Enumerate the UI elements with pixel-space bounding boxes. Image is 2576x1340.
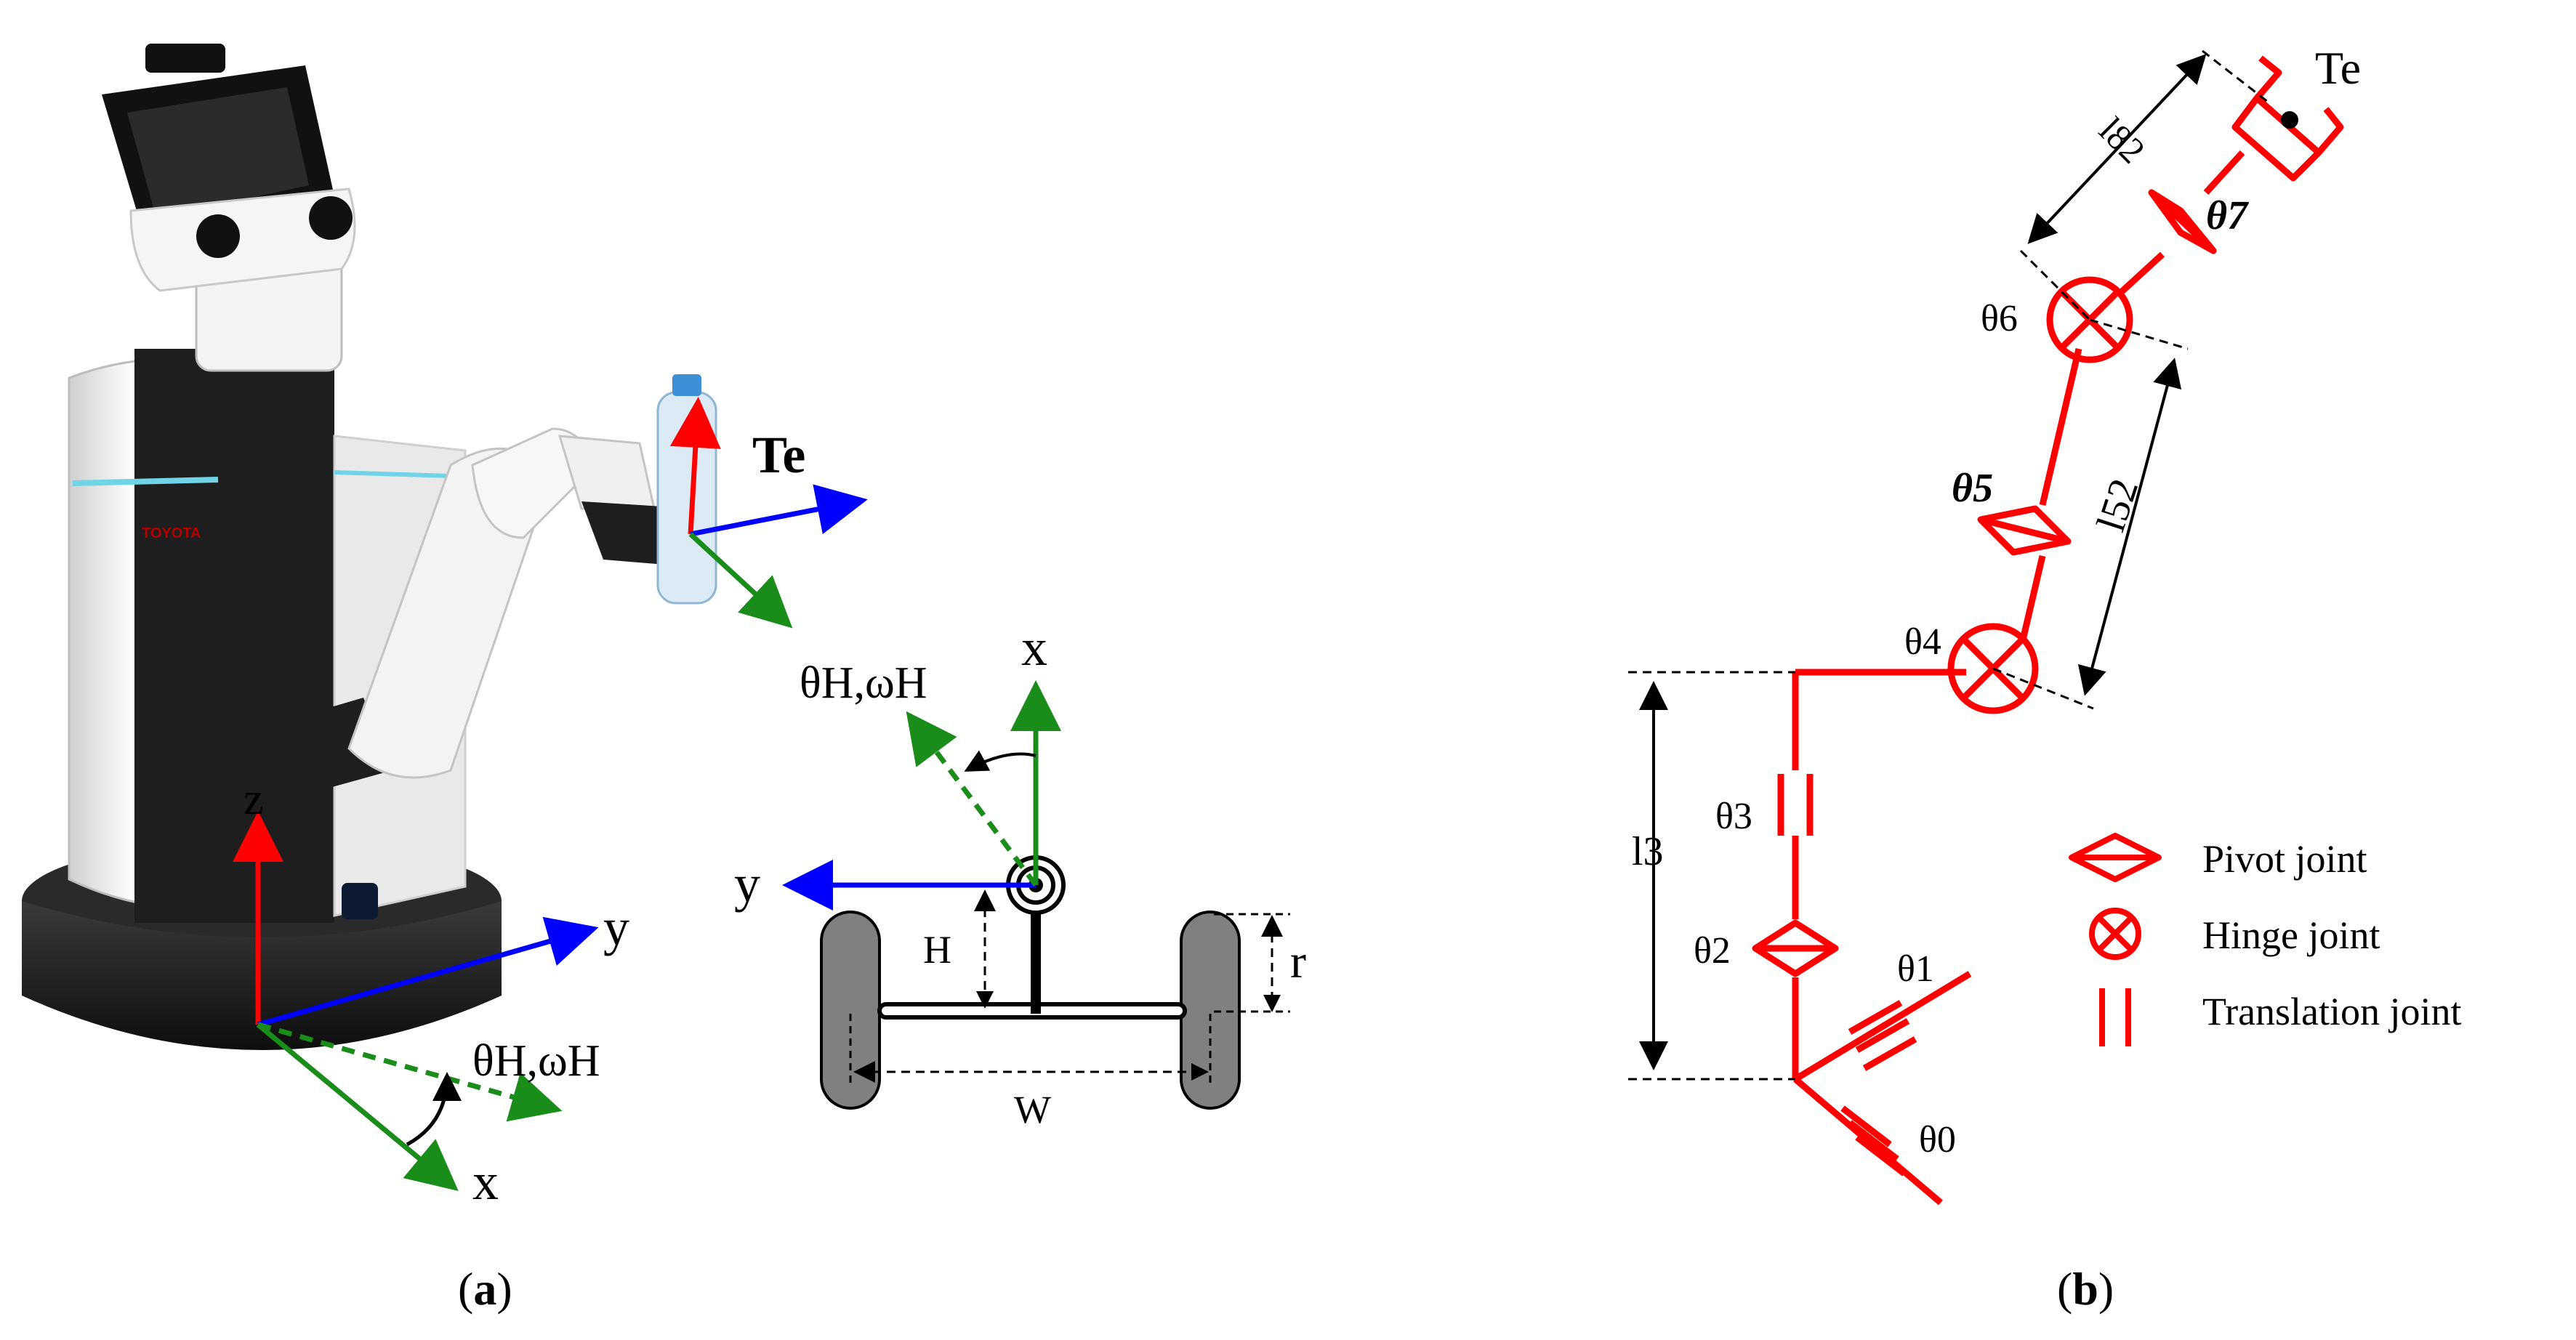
joint-legend: Pivot joint Hinge joint Translation join… — [2069, 833, 2462, 1046]
robot-base-object — [342, 883, 378, 919]
legend-translation-label: Translation joint — [2202, 990, 2462, 1033]
offset-h-label: H — [923, 928, 951, 972]
joint-theta7-pivot-icon — [2148, 189, 2217, 254]
joint-theta1-translation-icon — [1848, 1000, 1917, 1071]
theta2-label: θ2 — [1694, 930, 1731, 972]
robot-head-camera-top — [145, 44, 225, 73]
theta4-label: θ4 — [1904, 621, 1941, 663]
base-y-axis — [257, 916, 599, 1028]
end-effector-frame: Te — [669, 397, 868, 629]
joint-theta2-pivot-icon — [1752, 919, 1839, 977]
top-view-heading-angle-arc — [964, 750, 1037, 772]
robot-accent-light-right — [334, 470, 451, 478]
mobile-base-top-view: x y θH,ωH H r W — [734, 618, 1306, 1131]
panel-b-labels: Te θ0 θ1 θ2 θ3 θ4 θ5 θ6 θ7 l3 l52 l82 — [1632, 42, 2361, 1161]
base-y-label: y — [603, 898, 629, 956]
robot-torso-panel — [134, 349, 334, 923]
base-x-axis — [256, 1022, 459, 1191]
base-z-label: z — [243, 775, 264, 824]
joint-theta0-translation-icon — [1840, 1105, 1907, 1176]
theta7-label: θ7 — [2206, 193, 2249, 238]
legend-hinge-label: Hinge joint — [2202, 913, 2380, 957]
l52-extension-bottom — [1992, 667, 2094, 710]
theta3-label: θ3 — [1715, 796, 1752, 837]
end-effector-label: Te — [2315, 42, 2361, 94]
dimension-lines — [1628, 49, 2269, 1081]
width-w-label: W — [1014, 1088, 1051, 1131]
base-coordinate-frame: z y x θH,ωH — [233, 775, 629, 1211]
joint-theta5-pivot-icon — [1977, 505, 2072, 556]
robot-head-camera-block — [129, 187, 356, 292]
base-heading-label: θH,ωH — [472, 1036, 600, 1086]
link-5-to-6 — [2039, 347, 2082, 506]
robot-right-eye-icon — [309, 196, 353, 240]
joint-theta3-translation-icon — [1777, 774, 1814, 836]
theta1-label: θ1 — [1897, 948, 1934, 990]
theta5-label: θ5 — [1952, 466, 1993, 511]
l52-label: l52 — [2088, 474, 2147, 537]
panel-b: Te θ0 θ1 θ2 θ3 θ4 θ5 θ6 θ7 l3 l52 l82 Pi… — [1628, 42, 2462, 1315]
radius-r-label: r — [1290, 935, 1306, 988]
gripper-icon — [2231, 55, 2344, 182]
ee-frame-label: Te — [752, 426, 805, 484]
theta0-label: θ0 — [1919, 1119, 1956, 1161]
ee-y-axis — [690, 484, 868, 537]
l82-dimension — [2027, 54, 2207, 244]
top-view-heading-label: θH,ωH — [800, 658, 927, 708]
top-view-x-label: x — [1021, 618, 1047, 677]
l82-extension-left — [2019, 249, 2091, 321]
ee-z-axis — [669, 397, 721, 535]
robot-head-screen — [127, 87, 309, 218]
water-bottle-cap — [672, 374, 701, 396]
link-4-to-5 — [2018, 554, 2046, 645]
robot-left-eye-icon — [196, 214, 240, 258]
base-link-0 — [1793, 1076, 1943, 1206]
legend-translation-icon — [2099, 988, 2131, 1046]
robot-shoulder — [240, 698, 393, 807]
base-x-label: x — [472, 1153, 499, 1211]
link-7-to-gripper — [2203, 150, 2245, 195]
base-heading-direction — [257, 1022, 563, 1122]
panel-a-caption: (a) — [458, 1263, 512, 1315]
panel-a: TOYOTA z — [22, 44, 1306, 1315]
l52-extension-top — [2089, 318, 2189, 350]
robot-base-side — [22, 901, 502, 1050]
top-view-y-label: y — [734, 855, 760, 913]
link-6-to-7 — [2116, 251, 2165, 297]
robot-brand-logo: TOYOTA — [142, 525, 201, 541]
base-link-1 — [1793, 971, 1972, 1082]
l52-dimension — [2077, 358, 2182, 696]
theta6-label: θ6 — [1981, 298, 2018, 339]
end-effector-point-icon — [2281, 111, 2298, 129]
base-heading-angle-arc — [406, 1072, 462, 1147]
panel-b-caption: (b) — [2057, 1263, 2114, 1315]
ee-x-axis — [688, 532, 793, 629]
kinematic-chain — [1792, 150, 2245, 1206]
robot-wrist — [558, 435, 656, 510]
legend-hinge-icon — [2089, 908, 2141, 960]
legend-pivot-label: Pivot joint — [2202, 837, 2367, 881]
l3-label: l3 — [1632, 829, 1664, 874]
robot-accent-light — [72, 477, 219, 486]
toyota-hsr-robot-illustration: TOYOTA — [22, 44, 717, 1050]
water-bottle — [656, 391, 717, 605]
top-view-heading-direction — [906, 711, 1038, 887]
legend-pivot-icon — [2069, 833, 2162, 882]
